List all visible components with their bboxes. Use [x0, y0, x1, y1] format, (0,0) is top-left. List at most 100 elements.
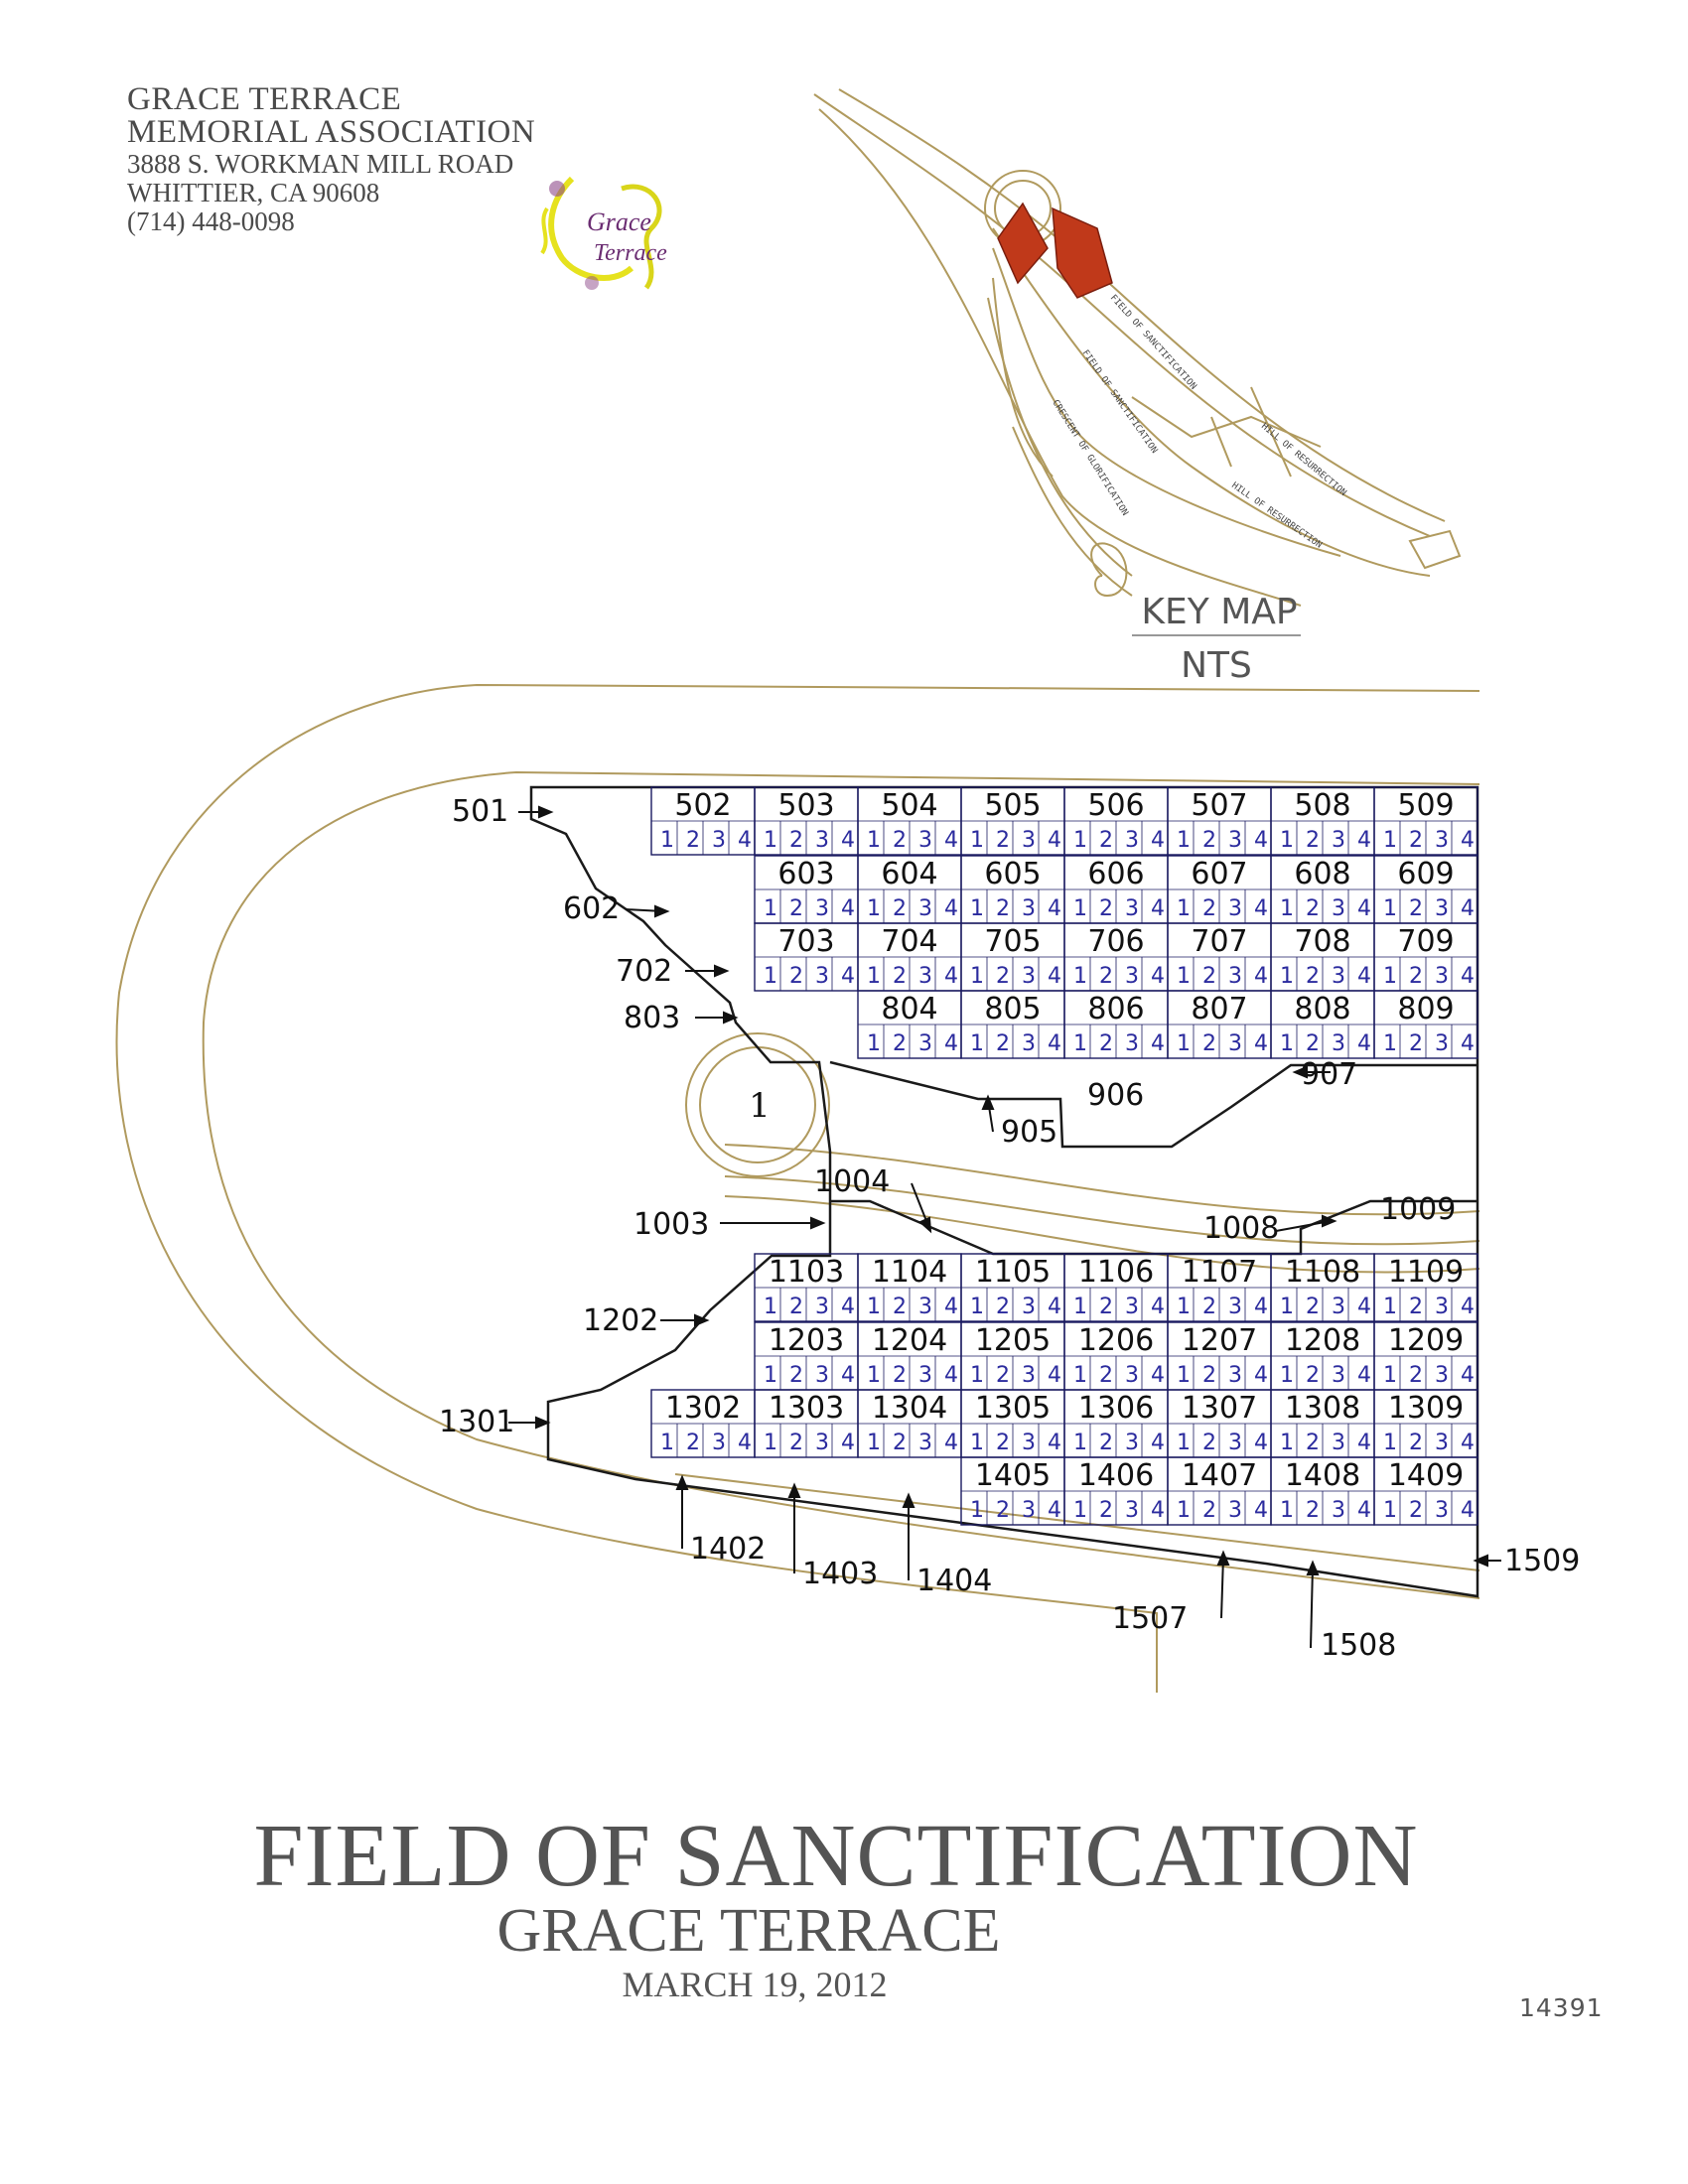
- plot-number[interactable]: 2: [996, 1498, 1010, 1523]
- lot-number[interactable]: 1104: [872, 1255, 947, 1290]
- lot-number[interactable]: 1105: [975, 1255, 1051, 1290]
- plot-number[interactable]: 4: [841, 828, 855, 853]
- plot-number[interactable]: 4: [1048, 828, 1061, 853]
- plot-number[interactable]: 2: [1099, 896, 1113, 921]
- plot-number[interactable]: 4: [1048, 1431, 1061, 1455]
- lot-number[interactable]: 804: [881, 992, 937, 1026]
- plot-number[interactable]: 4: [1151, 828, 1165, 853]
- plot-number[interactable]: 1: [1177, 1295, 1191, 1319]
- plot-number[interactable]: 4: [1048, 896, 1061, 921]
- plot-number[interactable]: 1: [867, 1031, 881, 1056]
- plot-number[interactable]: 3: [815, 1295, 829, 1319]
- plot-number[interactable]: 2: [996, 1295, 1010, 1319]
- plot-number[interactable]: 2: [789, 1431, 803, 1455]
- plot-number[interactable]: 3: [1125, 1031, 1139, 1056]
- plot-number[interactable]: 3: [1332, 1431, 1345, 1455]
- plot-number[interactable]: 3: [1125, 896, 1139, 921]
- plot-number[interactable]: 3: [815, 828, 829, 853]
- lot-number[interactable]: 1309: [1388, 1391, 1464, 1426]
- plot-number[interactable]: 3: [1435, 1431, 1449, 1455]
- plot-number[interactable]: 4: [1461, 1431, 1475, 1455]
- plot-number[interactable]: 1: [1073, 1295, 1087, 1319]
- plot-number[interactable]: 4: [1461, 1363, 1475, 1388]
- plot-number[interactable]: 4: [1151, 1498, 1165, 1523]
- lot-number[interactable]: 604: [881, 857, 937, 891]
- plot-number[interactable]: 3: [1125, 1431, 1139, 1455]
- plot-number[interactable]: 4: [1357, 1295, 1371, 1319]
- plot-number[interactable]: 1: [1383, 1363, 1397, 1388]
- lot-number[interactable]: 1304: [872, 1391, 947, 1426]
- lot-number[interactable]: 705: [984, 924, 1041, 959]
- lot-number[interactable]: 1302: [665, 1391, 741, 1426]
- plot-number[interactable]: 3: [1022, 828, 1036, 853]
- lot-number[interactable]: 805: [984, 992, 1041, 1026]
- plot-number[interactable]: 1: [1177, 964, 1191, 989]
- plot-number[interactable]: 1: [970, 1498, 984, 1523]
- lot-number[interactable]: 1206: [1078, 1323, 1154, 1358]
- lot-number[interactable]: 1409: [1388, 1458, 1464, 1493]
- plot-number[interactable]: 1: [764, 1363, 777, 1388]
- plot-number[interactable]: 2: [893, 1431, 907, 1455]
- lot-number[interactable]: 609: [1397, 857, 1454, 891]
- lot-number[interactable]: 606: [1087, 857, 1144, 891]
- plot-number[interactable]: 4: [1357, 1031, 1371, 1056]
- plot-number[interactable]: 4: [1048, 1363, 1061, 1388]
- plot-number[interactable]: 4: [1151, 964, 1165, 989]
- plot-number[interactable]: 1: [867, 1363, 881, 1388]
- plot-number[interactable]: 3: [1332, 1031, 1345, 1056]
- plot-number[interactable]: 3: [918, 1295, 932, 1319]
- plot-number[interactable]: 1: [1073, 896, 1087, 921]
- plot-number[interactable]: 1: [1280, 1031, 1294, 1056]
- plot-number[interactable]: 4: [738, 828, 752, 853]
- plot-number[interactable]: 1: [1177, 1363, 1191, 1388]
- plot-number[interactable]: 4: [1461, 1295, 1475, 1319]
- lot-number[interactable]: 808: [1294, 992, 1350, 1026]
- plot-number[interactable]: 1: [970, 1363, 984, 1388]
- lot-number[interactable]: 608: [1294, 857, 1350, 891]
- plot-number[interactable]: 3: [1125, 964, 1139, 989]
- lot-number[interactable]: 607: [1191, 857, 1247, 891]
- plot-number[interactable]: 3: [1435, 1031, 1449, 1056]
- plot-number[interactable]: 3: [1228, 1498, 1242, 1523]
- plot-number[interactable]: 2: [1409, 828, 1423, 853]
- plot-number[interactable]: 4: [841, 1431, 855, 1455]
- plot-number[interactable]: 4: [1357, 1498, 1371, 1523]
- plot-number[interactable]: 1: [1383, 896, 1397, 921]
- plot-number[interactable]: 4: [1254, 1295, 1268, 1319]
- plot-number[interactable]: 2: [1306, 1431, 1320, 1455]
- plot-number[interactable]: 1: [1280, 1498, 1294, 1523]
- plot-number[interactable]: 2: [1099, 964, 1113, 989]
- plot-number[interactable]: 2: [1306, 896, 1320, 921]
- plot-number[interactable]: 2: [1306, 1498, 1320, 1523]
- plot-number[interactable]: 3: [918, 1431, 932, 1455]
- plot-number[interactable]: 1: [1280, 964, 1294, 989]
- plot-number[interactable]: 1: [1383, 1031, 1397, 1056]
- lot-number[interactable]: 508: [1294, 788, 1350, 823]
- plot-number[interactable]: 3: [1022, 1431, 1036, 1455]
- plot-number[interactable]: 3: [1125, 1295, 1139, 1319]
- plot-number[interactable]: 1: [1073, 1031, 1087, 1056]
- plot-number[interactable]: 2: [996, 1363, 1010, 1388]
- plot-number[interactable]: 3: [918, 828, 932, 853]
- plot-number[interactable]: 2: [893, 1363, 907, 1388]
- plot-number[interactable]: 2: [1202, 1031, 1216, 1056]
- plot-number[interactable]: 1: [1280, 828, 1294, 853]
- plot-number[interactable]: 2: [1099, 1363, 1113, 1388]
- plot-number[interactable]: 1: [764, 1295, 777, 1319]
- plot-number[interactable]: 2: [996, 896, 1010, 921]
- lot-number[interactable]: 1307: [1182, 1391, 1257, 1426]
- plot-number[interactable]: 3: [1332, 1363, 1345, 1388]
- plot-number[interactable]: 3: [1022, 964, 1036, 989]
- lot-number[interactable]: 807: [1191, 992, 1247, 1026]
- plot-number[interactable]: 4: [1048, 1295, 1061, 1319]
- plot-number[interactable]: 4: [944, 828, 958, 853]
- lot-number[interactable]: 1108: [1285, 1255, 1360, 1290]
- plot-number[interactable]: 4: [944, 1363, 958, 1388]
- plot-number[interactable]: 3: [1435, 1295, 1449, 1319]
- plot-number[interactable]: 3: [1125, 1363, 1139, 1388]
- plot-number[interactable]: 2: [1409, 1363, 1423, 1388]
- plot-number[interactable]: 2: [996, 828, 1010, 853]
- lot-number[interactable]: 1203: [769, 1323, 844, 1358]
- plot-number[interactable]: 2: [1202, 828, 1216, 853]
- plot-number[interactable]: 4: [1461, 896, 1475, 921]
